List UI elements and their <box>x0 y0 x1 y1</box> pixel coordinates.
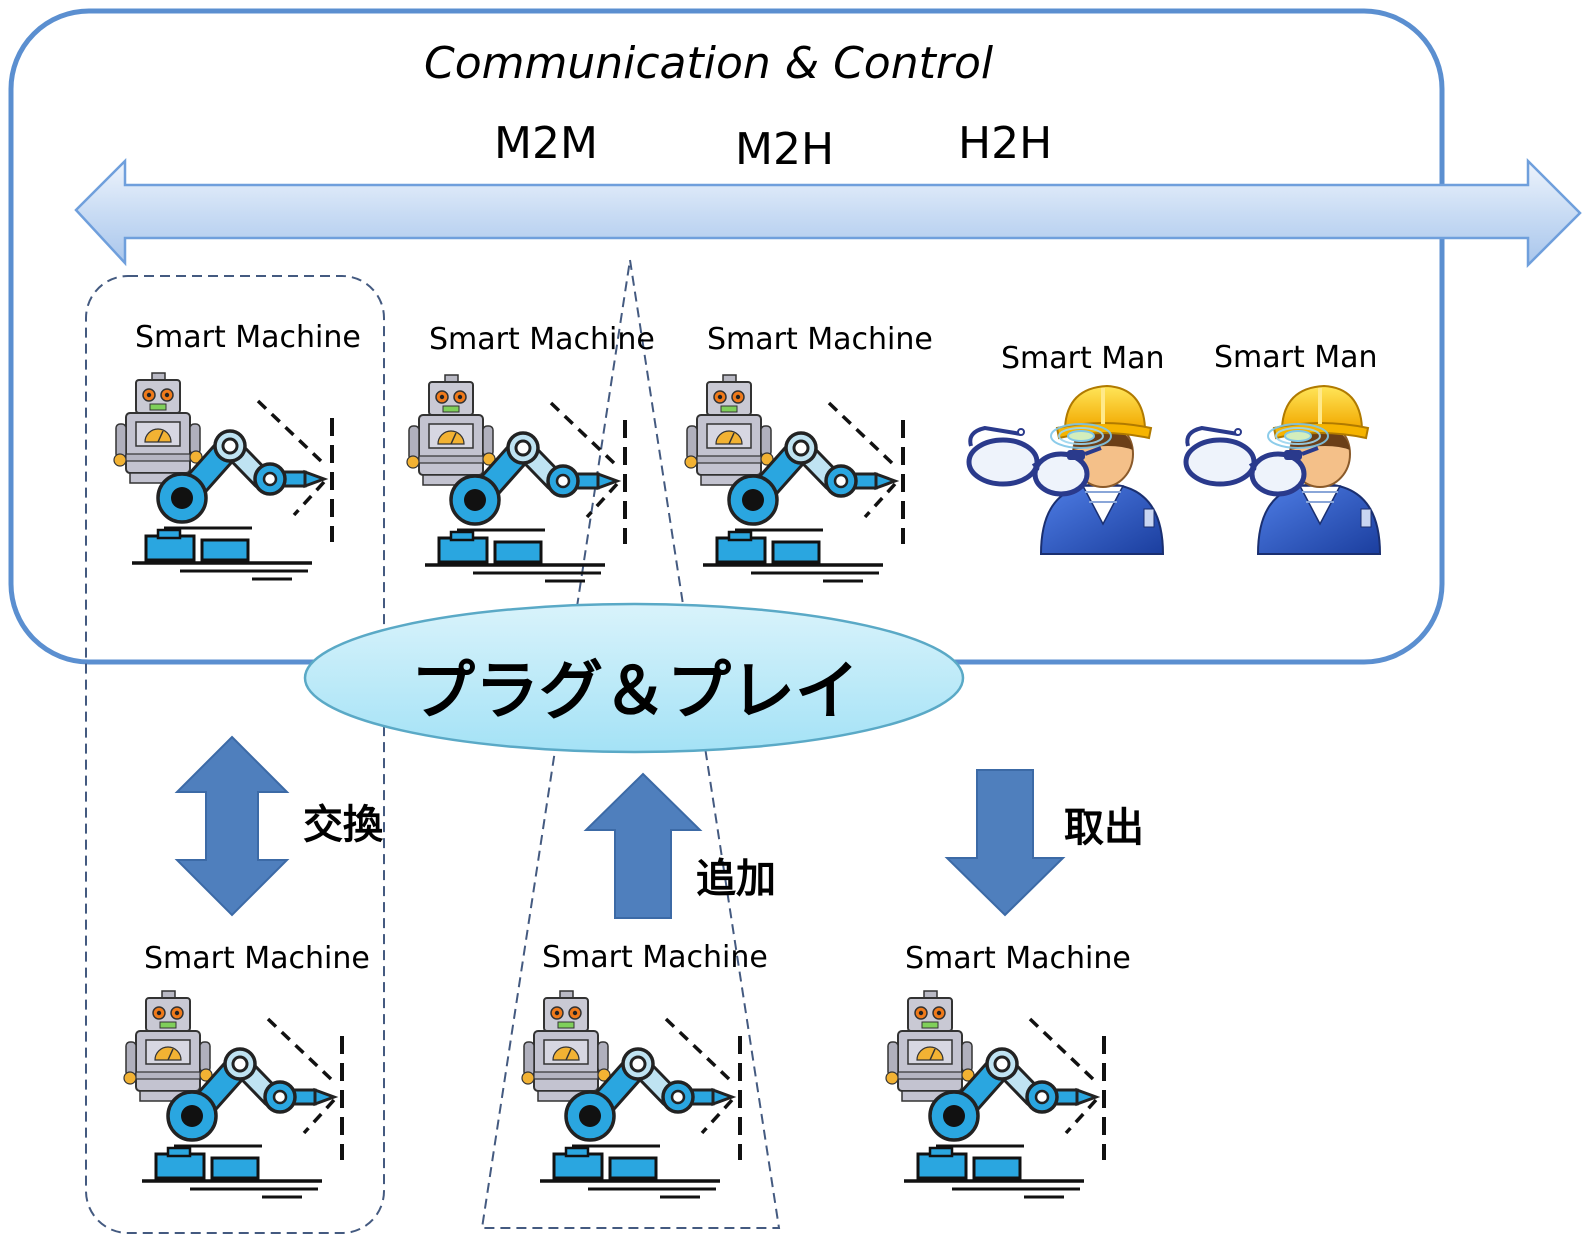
diagram-title: Communication & Control <box>424 38 994 89</box>
add-label: 追加 <box>696 856 776 902</box>
plug-and-play-label: プラグ＆プレイ <box>411 655 859 729</box>
plug-and-play-ellipse <box>303 602 965 754</box>
smart-machine-icon <box>124 991 342 1197</box>
smart-machine-label: Smart Machine <box>429 322 655 357</box>
smart-man-icon <box>969 386 1163 554</box>
smart-man-label: Smart Man <box>1001 341 1165 376</box>
smart-machine-label: Smart Machine <box>144 941 370 976</box>
protocol-m2h: M2H <box>735 124 835 175</box>
smart-machine-label: Smart Machine <box>707 322 933 357</box>
protocol-m2m: M2M <box>494 118 598 169</box>
exchange-label: 交換 <box>303 802 383 848</box>
smart-machine-icon <box>685 375 903 581</box>
exchange-arrow <box>174 735 290 917</box>
smart-machine-label: Smart Machine <box>135 320 361 355</box>
remove-label: 取出 <box>1064 805 1144 851</box>
smart-man-label: Smart Man <box>1214 340 1378 375</box>
protocol-h2h: H2H <box>958 118 1053 169</box>
smart-machine-label: Smart Machine <box>905 941 1131 976</box>
smart-machine-icon <box>114 373 332 579</box>
smart-man-icon <box>1186 386 1380 554</box>
smart-machine-label: Smart Machine <box>542 940 768 975</box>
communication-double-arrow <box>74 157 1582 269</box>
smart-machine-icon <box>886 991 1104 1197</box>
smart-machine-icon <box>522 991 740 1197</box>
add-arrow <box>583 772 703 919</box>
remove-arrow <box>944 769 1066 917</box>
smart-machine-icon <box>407 375 625 581</box>
